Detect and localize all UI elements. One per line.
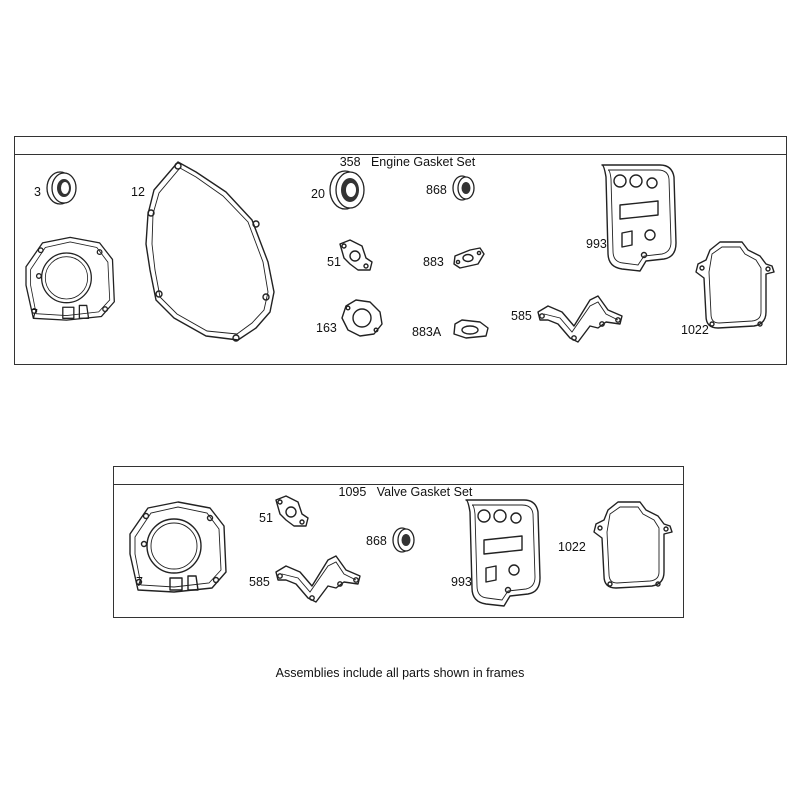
engine-gasket-set-label: Engine Gasket Set — [370, 155, 476, 169]
valve-gasket-set-label: Valve Gasket Set — [376, 485, 473, 499]
valve-label-51: 51 — [259, 511, 273, 525]
valve-part-1022-cover-seal — [593, 501, 673, 589]
valve-part-993-valve-cover-gasket — [465, 499, 541, 607]
part-12-crankcase-gasket — [145, 161, 275, 342]
valve-part-51-intake-gasket — [275, 495, 309, 527]
valve-label-7: 7 — [136, 575, 143, 589]
part-20-oil-seal — [329, 170, 365, 210]
label-7: 7 — [31, 307, 38, 321]
label-51: 51 — [327, 255, 341, 269]
label-3: 3 — [34, 185, 41, 199]
valve-label-993: 993 — [451, 575, 472, 589]
part-7-head-gasket — [25, 236, 115, 321]
part-3-oil-seal — [46, 171, 77, 205]
footnote: Assemblies include all parts shown in fr… — [275, 666, 525, 680]
label-883: 883 — [423, 255, 444, 269]
label-883a: 883A — [412, 325, 442, 339]
valve-label-585: 585 — [249, 575, 270, 589]
label-20: 20 — [311, 187, 325, 201]
valve-gasket-set-title: 1095 Valve Gasket Set — [114, 467, 683, 499]
part-883-gasket — [453, 247, 485, 269]
engine-gasket-set-title: 358 Engine Gasket Set — [15, 137, 786, 169]
label-868: 868 — [426, 183, 447, 197]
label-585: 585 — [511, 309, 532, 323]
valve-label-1022: 1022 — [558, 540, 586, 554]
label-163: 163 — [316, 321, 337, 335]
part-51-intake-gasket — [339, 239, 373, 271]
part-868-valve-seal — [452, 175, 475, 201]
valve-label-868: 868 — [366, 534, 387, 548]
part-993-valve-cover-gasket — [601, 164, 677, 272]
valve-part-585-breather-gasket — [275, 555, 361, 603]
label-1022: 1022 — [681, 323, 709, 337]
engine-gasket-set-frame: 358 Engine Gasket Set — [14, 136, 787, 365]
part-163-round-gasket — [341, 299, 383, 337]
label-12: 12 — [131, 185, 145, 199]
valve-part-868-valve-seal — [392, 527, 415, 553]
valve-gasket-set-number: 1095 — [338, 485, 367, 499]
valve-part-7-head-gasket — [129, 501, 227, 593]
engine-gasket-set-number: 358 — [339, 155, 361, 169]
label-993: 993 — [586, 237, 607, 251]
part-1022-cover-seal — [695, 241, 775, 329]
part-585-breather-gasket — [537, 295, 623, 343]
part-883a-gasket — [453, 319, 489, 339]
